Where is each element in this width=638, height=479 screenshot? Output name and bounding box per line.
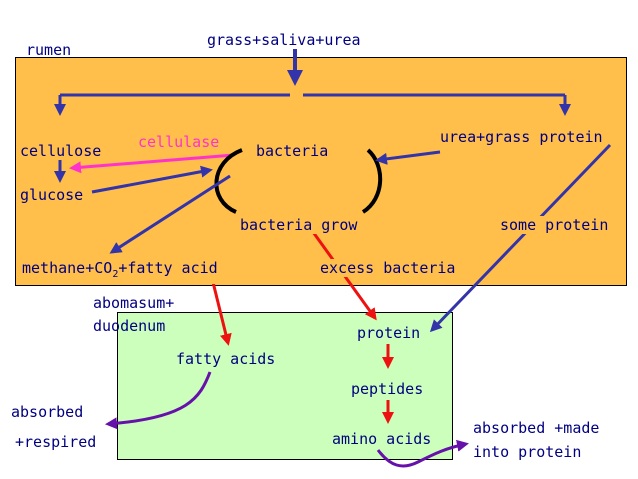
- amino-acids-label: amino acids: [332, 430, 432, 448]
- cellulose-label: cellulose: [20, 142, 102, 160]
- input-label: grass+saliva+urea: [207, 31, 361, 49]
- absorbed-respired-line2: +respired: [15, 433, 97, 451]
- arrow-bacteria-to-methane: [109, 174, 231, 254]
- arrow-fatty-acids-absorbed: [105, 371, 212, 430]
- methane-label: methane+CO2+fatty acid: [22, 259, 218, 284]
- abomasum-label-line2: duodenum: [93, 317, 166, 335]
- peptides-label: peptides: [351, 380, 424, 398]
- cellulase-label: cellulase: [138, 133, 220, 151]
- methane-suffix: +fatty acid: [118, 259, 218, 277]
- rumen-label: rumen: [26, 41, 72, 59]
- arrow-amino-acids-absorbed: [376, 439, 469, 468]
- some-protein-label: some protein: [500, 216, 609, 234]
- arrow-grass-protein-to-protein: [429, 143, 612, 333]
- absorbed-protein-line2: into protein: [473, 443, 582, 461]
- bacteria-label: bacteria: [256, 142, 329, 160]
- fatty-acids-label: fatty acids: [176, 350, 276, 368]
- bacteria-grow-label: bacteria grow: [240, 216, 358, 234]
- protein-label: protein: [357, 324, 421, 342]
- urea-grass-protein-label: urea+grass protein: [440, 128, 603, 146]
- abomasum-label-line1: abomasum+: [93, 294, 175, 312]
- absorbed-respired-line1: absorbed: [11, 403, 84, 421]
- arrow-urea-protein-to-bacteria: [375, 150, 441, 165]
- arrow-glucose-to-bacteria: [91, 165, 213, 194]
- bacteria-cycle-left: [214, 148, 243, 214]
- glucose-label: glucose: [20, 186, 84, 204]
- absorbed-protein-line1: absorbed +made: [473, 419, 600, 437]
- methane-text: methane+CO: [22, 259, 113, 277]
- arrow-cellulase: [69, 153, 235, 174]
- excess-bacteria-label: excess bacteria: [320, 259, 456, 277]
- bacteria-cycle-right: [361, 148, 383, 214]
- methane-subscript: 2: [112, 269, 119, 280]
- abomasum-compartment: [117, 312, 453, 460]
